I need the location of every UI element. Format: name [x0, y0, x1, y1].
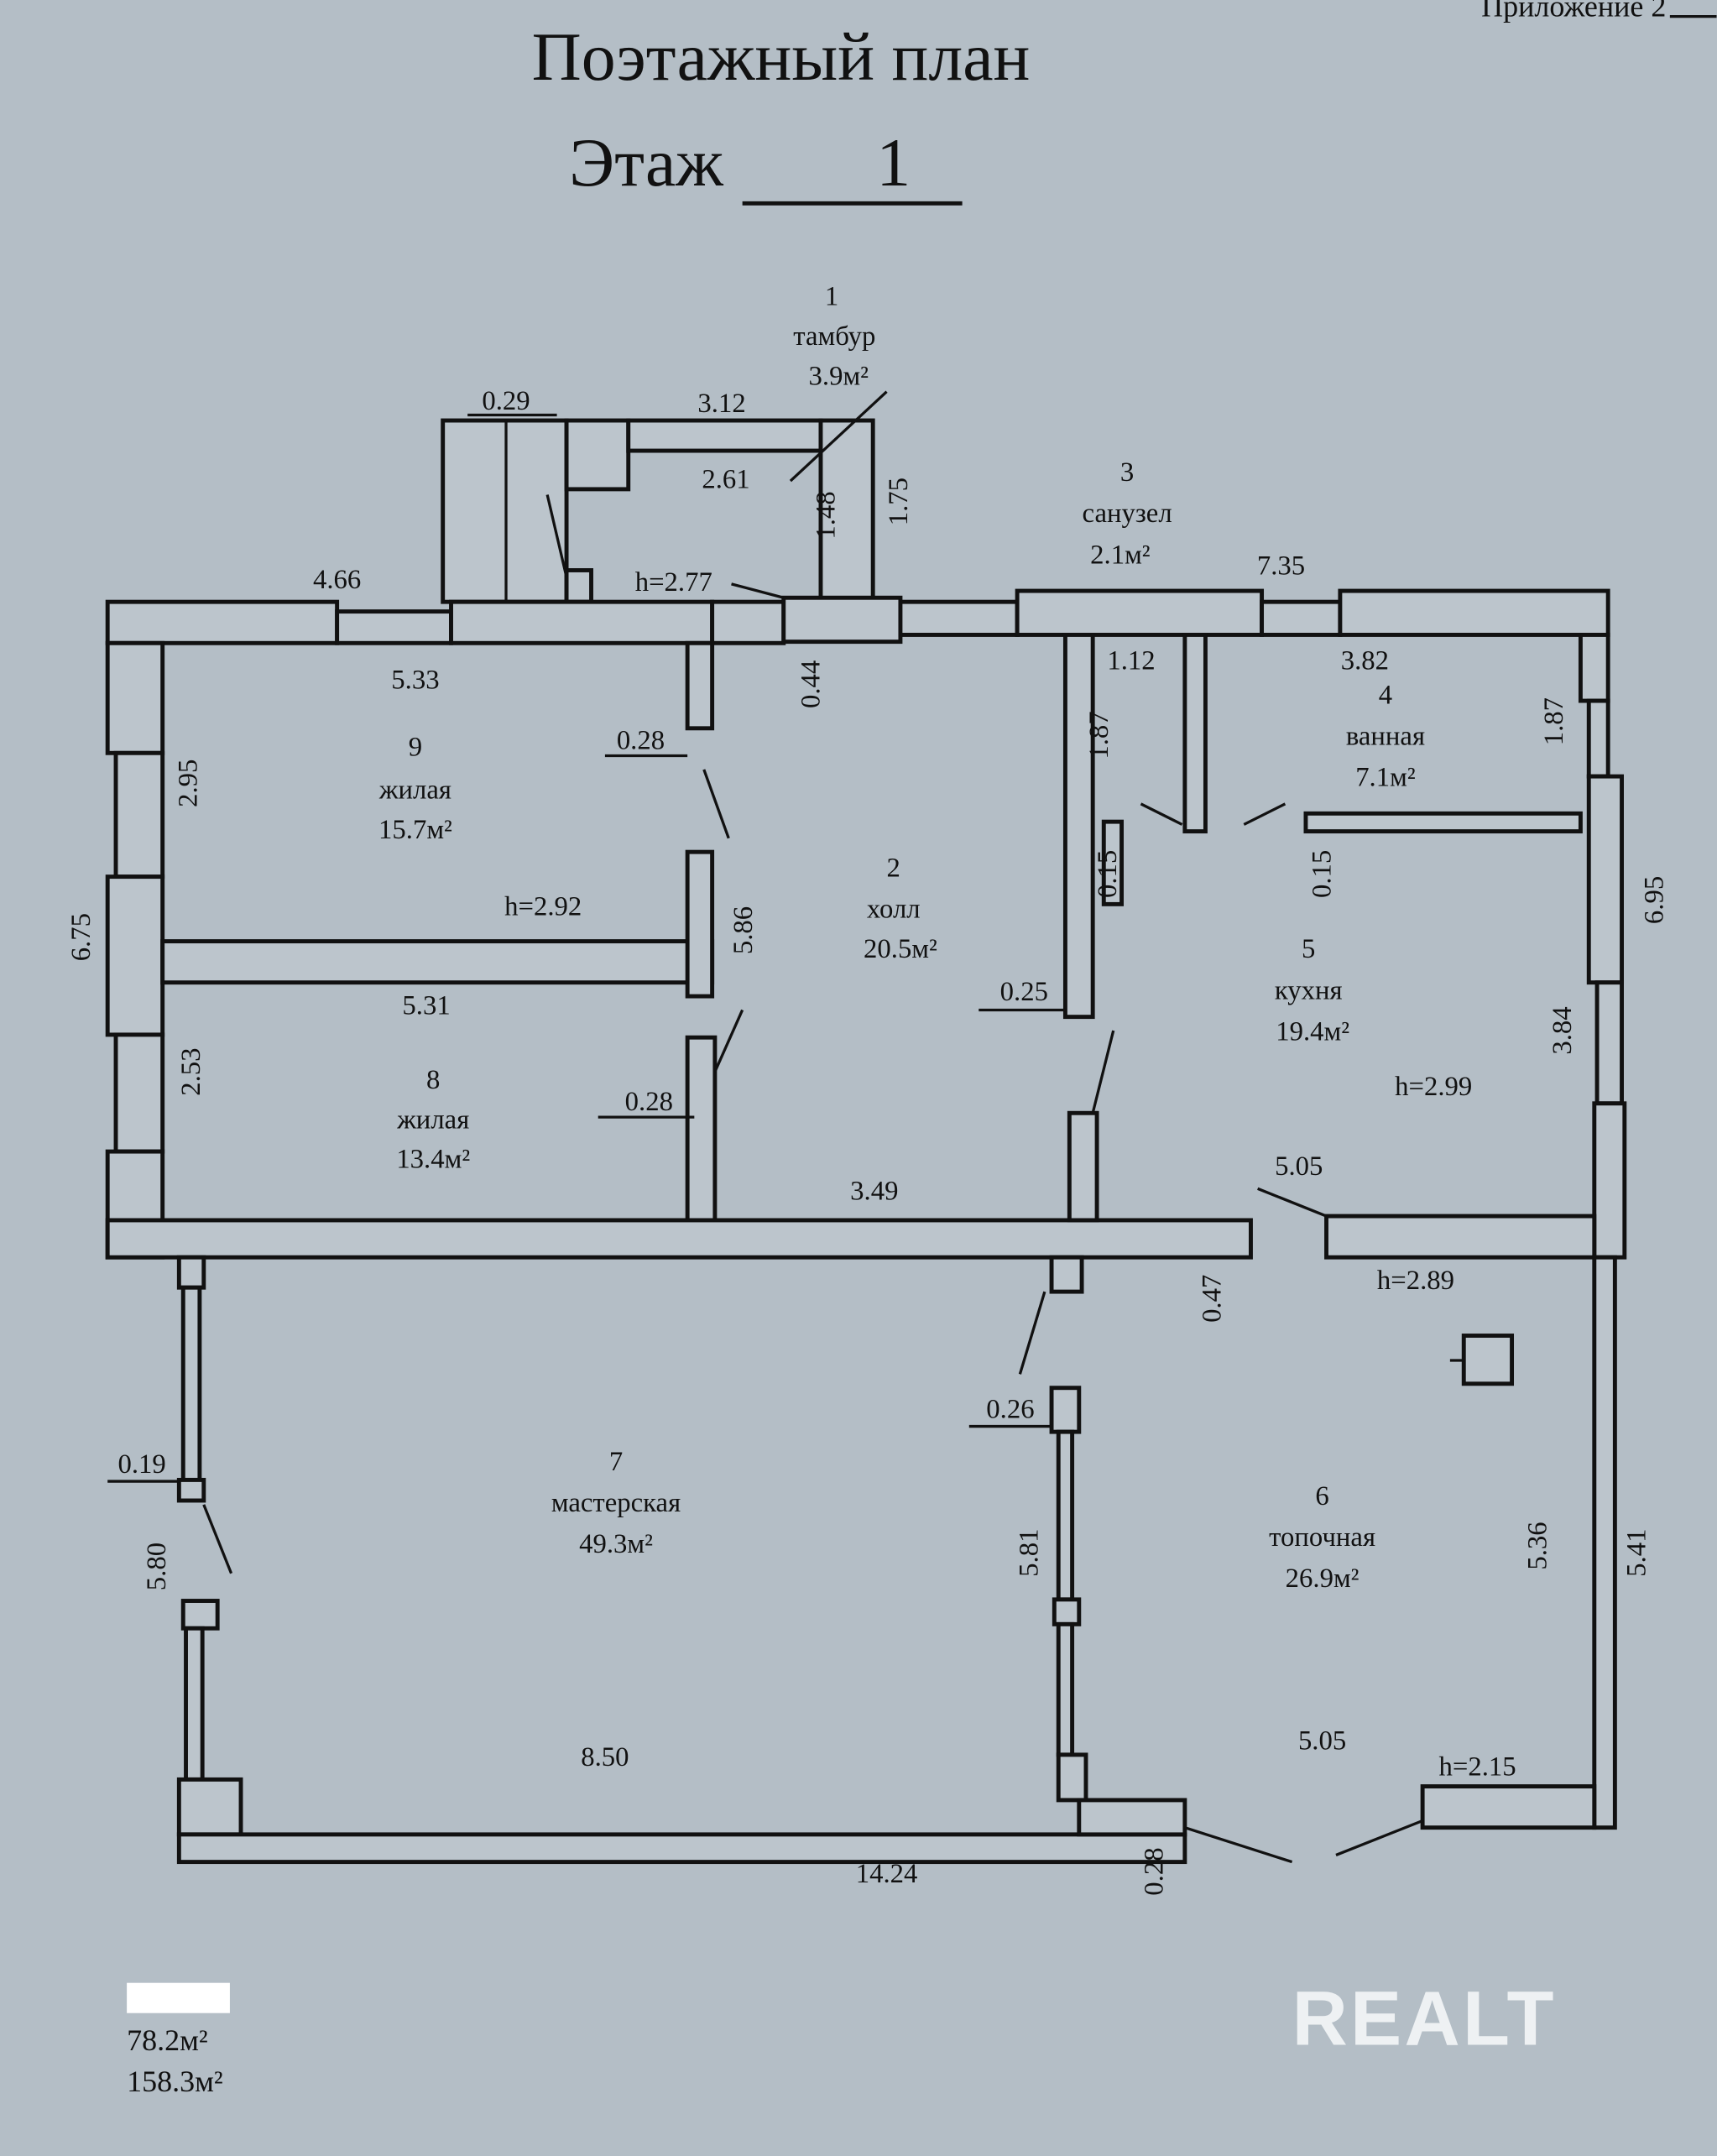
svg-text:0.28: 0.28	[1140, 1847, 1170, 1895]
svg-text:1.12: 1.12	[1107, 645, 1155, 676]
svg-text:5.81: 5.81	[1015, 1529, 1045, 1577]
svg-text:0.29: 0.29	[482, 386, 530, 416]
page-title: Поэтажный план	[532, 18, 1031, 95]
room-2-number: 2	[887, 854, 900, 884]
svg-text:1.87: 1.87	[1539, 697, 1569, 745]
room-7-name: мастерская	[551, 1488, 681, 1518]
svg-text:5.86: 5.86	[728, 906, 759, 954]
svg-text:h=2.89: h=2.89	[1377, 1266, 1454, 1296]
room-4-area: 7.1м²	[1355, 763, 1416, 793]
room-8-number: 8	[426, 1065, 440, 1095]
room-8-area: 13.4м²	[396, 1145, 470, 1175]
svg-text:h=2.92: h=2.92	[504, 891, 582, 921]
redacted-label	[127, 1982, 230, 2013]
dimension-labels: 0.29 3.12 2.61 1.48 1.75 h=2.77 4.66 5.3…	[66, 386, 1670, 1896]
room-3-area: 2.1м²	[1090, 540, 1151, 570]
room-6-name: топочная	[1269, 1522, 1375, 1553]
svg-text:h=2.77: h=2.77	[635, 567, 712, 598]
svg-text:0.25: 0.25	[1000, 977, 1048, 1007]
svg-text:0.26: 0.26	[986, 1395, 1034, 1425]
room-6-number: 6	[1315, 1481, 1328, 1511]
room-7-area: 49.3м²	[579, 1529, 653, 1559]
svg-text:0.47: 0.47	[1197, 1275, 1227, 1323]
svg-text:6.95: 6.95	[1640, 876, 1670, 924]
svg-text:0.28: 0.28	[617, 725, 665, 755]
room-1-name: тамбур	[793, 321, 875, 352]
svg-text:0.15: 0.15	[1093, 850, 1123, 898]
room-9-number: 9	[409, 733, 422, 763]
floor-number: 1	[876, 124, 911, 201]
svg-text:0.15: 0.15	[1307, 850, 1337, 898]
svg-text:0.19: 0.19	[117, 1449, 165, 1480]
room-5-name: кухня	[1275, 975, 1343, 1005]
svg-text:3.49: 3.49	[850, 1176, 898, 1206]
room-3-name: санузел	[1083, 499, 1172, 529]
svg-text:5.05: 5.05	[1298, 1725, 1346, 1756]
room-7-number: 7	[609, 1447, 623, 1477]
total-area: 158.3м²	[127, 2065, 223, 2098]
room-labels: 1 тамбур 3.9м² 2 холл 20.5м² 3 санузел 2…	[378, 281, 1425, 1594]
svg-text:0.44: 0.44	[796, 660, 826, 708]
svg-text:5.36: 5.36	[1522, 1522, 1553, 1569]
svg-text:4.66: 4.66	[313, 565, 361, 595]
svg-text:6.75: 6.75	[66, 913, 97, 961]
room-4-name: ванная	[1346, 721, 1425, 751]
room-5-number: 5	[1302, 934, 1315, 964]
svg-text:3.82: 3.82	[1341, 645, 1389, 676]
svg-text:h=2.99: h=2.99	[1395, 1072, 1472, 1102]
svg-text:5.80: 5.80	[142, 1543, 172, 1590]
svg-text:5.05: 5.05	[1275, 1151, 1323, 1182]
floor-label: Этаж	[569, 124, 723, 201]
realt-watermark: REALT	[1292, 1976, 1557, 2061]
room-6-area: 26.9м²	[1286, 1563, 1360, 1594]
room-8-name: жилая	[396, 1104, 469, 1135]
svg-text:5.41: 5.41	[1621, 1529, 1652, 1577]
svg-text:14.24: 14.24	[856, 1859, 918, 1889]
svg-text:5.31: 5.31	[402, 990, 450, 1021]
room-1-number: 1	[825, 281, 838, 311]
svg-text:1.87: 1.87	[1084, 711, 1114, 759]
svg-text:2.53: 2.53	[176, 1047, 206, 1095]
svg-text:7.35: 7.35	[1257, 551, 1305, 581]
room-2-area: 20.5м²	[864, 934, 937, 964]
walls	[105, 418, 1627, 1865]
room-5-area: 19.4м²	[1276, 1016, 1349, 1047]
svg-text:1.75: 1.75	[884, 478, 914, 525]
door-swings	[202, 390, 1423, 1864]
svg-text:1.48: 1.48	[811, 491, 841, 539]
boiler-symbol	[1461, 1334, 1515, 1386]
svg-text:2.95: 2.95	[174, 760, 204, 807]
room-9-name: жилая	[378, 775, 451, 805]
room-3-number: 3	[1120, 457, 1134, 488]
svg-text:3.84: 3.84	[1547, 1006, 1578, 1054]
appendix-label: Приложение 2	[1481, 0, 1666, 23]
living-area-total: 78.2м²	[127, 2023, 208, 2057]
svg-text:2.61: 2.61	[702, 464, 749, 494]
svg-text:8.50: 8.50	[581, 1742, 629, 1772]
room-1-area: 3.9м²	[809, 361, 869, 391]
room-4-number: 4	[1379, 680, 1392, 710]
room-2-name: холл	[867, 895, 921, 925]
svg-text:0.28: 0.28	[625, 1087, 673, 1117]
room-9-area: 15.7м²	[378, 815, 452, 845]
svg-text:3.12: 3.12	[697, 389, 745, 419]
svg-text:h=2.15: h=2.15	[1439, 1751, 1516, 1782]
svg-text:5.33: 5.33	[391, 665, 439, 695]
